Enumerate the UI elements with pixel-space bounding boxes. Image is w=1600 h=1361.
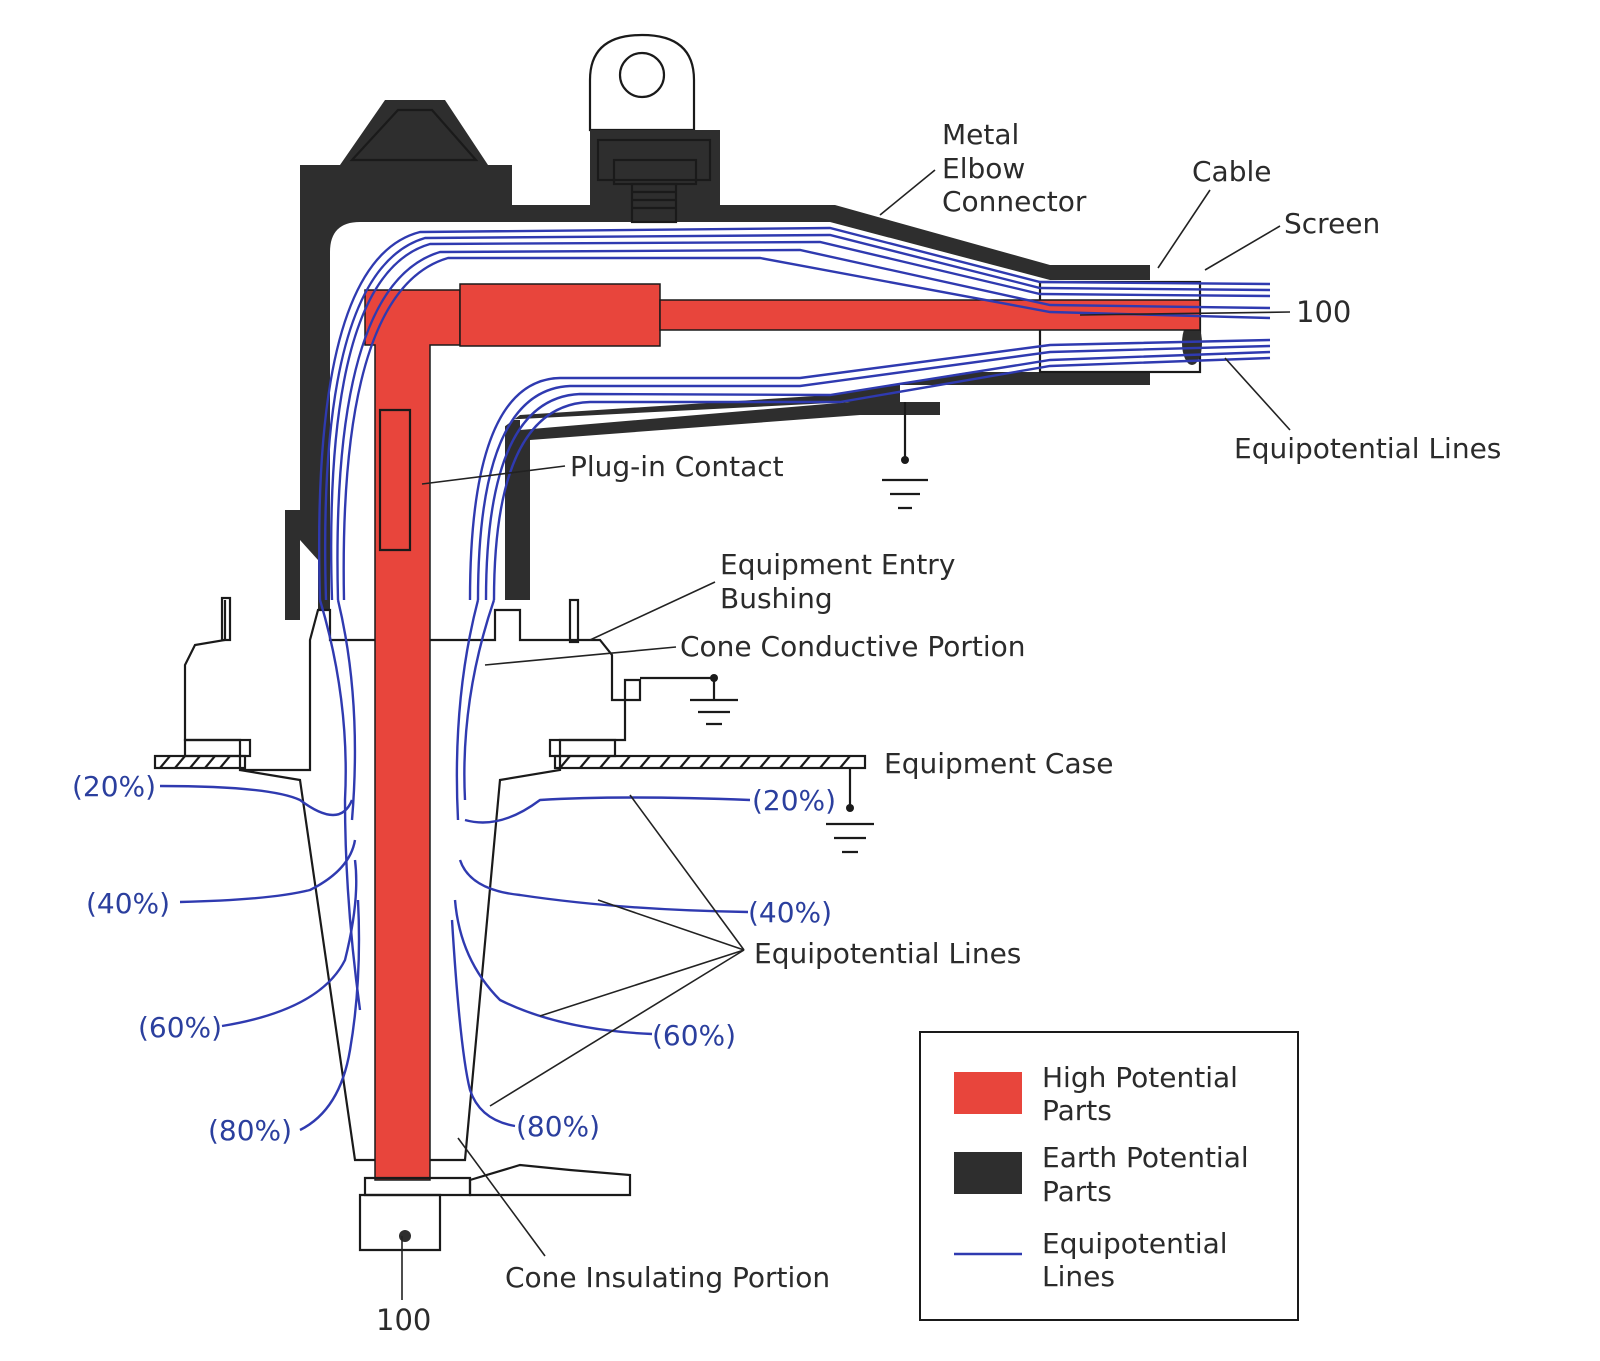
- label-potential-right: 100: [1296, 295, 1351, 329]
- legend-swatch-earth: [954, 1152, 1022, 1194]
- legend-label-earth-1: Earth Potential: [1042, 1141, 1249, 1174]
- label-plug-in-contact: Plug-in Contact: [570, 450, 784, 483]
- equipment-case: [153, 754, 867, 770]
- pct-right-80: (80%): [516, 1110, 600, 1143]
- diagram-labels: Metal Elbow Connector Cable Screen 100 E…: [376, 118, 1501, 1337]
- legend-label-high-2: Parts: [1042, 1094, 1112, 1127]
- pct-left-40: (40%): [86, 887, 170, 920]
- legend: High Potential Parts Earth Potential Par…: [919, 1031, 1299, 1321]
- label-cable: Cable: [1192, 155, 1272, 188]
- leader-lines: [401, 169, 1291, 1300]
- label-entry-bushing-2: Bushing: [720, 582, 833, 615]
- label-metal-elbow-1: Metal: [942, 118, 1019, 151]
- pct-right-60: (60%): [652, 1019, 736, 1052]
- label-metal-elbow-2: Elbow: [942, 152, 1025, 185]
- clamp-screw: [612, 158, 698, 224]
- label-equipotential-right: Equipotential Lines: [1234, 432, 1501, 465]
- pct-left-80: (80%): [208, 1114, 292, 1147]
- legend-label-lines-2: Lines: [1042, 1260, 1115, 1293]
- ground-symbol-bushing: [640, 674, 738, 726]
- legend-swatch-high: [954, 1072, 1022, 1114]
- lifting-eye: [588, 33, 696, 132]
- label-screen: Screen: [1284, 207, 1380, 240]
- pct-left-20: (20%): [72, 770, 156, 803]
- pct-right-20: (20%): [752, 784, 836, 817]
- pct-left-60: (60%): [138, 1011, 222, 1044]
- equipotential-lines: [159, 226, 1271, 1132]
- label-equipotential-center: Equipotential Lines: [754, 937, 1021, 970]
- label-cone-conductive: Cone Conductive Portion: [680, 630, 1026, 663]
- label-cone-insulating: Cone Insulating Portion: [505, 1261, 830, 1294]
- legend-label-high-1: High Potential: [1042, 1061, 1238, 1094]
- label-potential-bottom: 100: [376, 1303, 431, 1337]
- legend-label-lines-1: Equipotential: [1042, 1227, 1228, 1260]
- legend-label-earth-2: Parts: [1042, 1175, 1112, 1208]
- ground-symbol-case: [826, 768, 874, 854]
- ground-symbol-elbow: [882, 402, 928, 510]
- high-potential-conductor: [358, 283, 1201, 1252]
- label-entry-bushing-1: Equipment Entry: [720, 548, 955, 581]
- percent-labels: (20%) (40%) (60%) (80%) (20%) (40%) (60%…: [72, 770, 836, 1147]
- equipment-entry-bushing: [183, 596, 642, 1162]
- label-metal-elbow-3: Connector: [942, 185, 1087, 218]
- pct-right-40: (40%): [748, 896, 832, 929]
- label-equipment-case: Equipment Case: [884, 747, 1113, 780]
